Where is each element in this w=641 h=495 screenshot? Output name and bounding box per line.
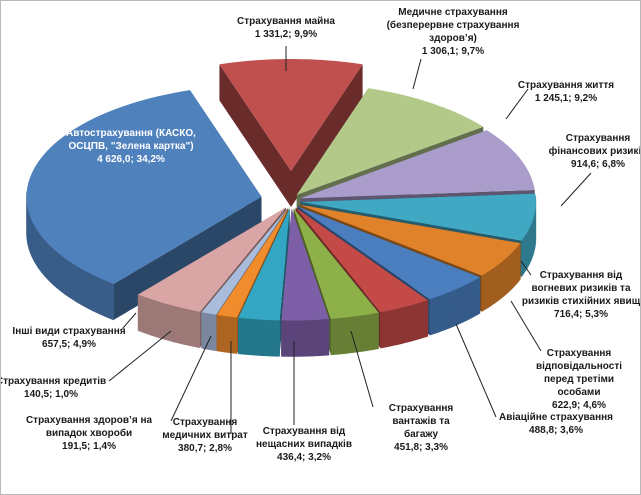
leader-line [505, 88, 529, 120]
slice-label: Страхування медичних витрат [162, 417, 248, 441]
slice-value: 1 245,1; 9,2% [534, 93, 598, 104]
slice-top [299, 204, 521, 276]
slice-label: Страхування фінансових ризиків [548, 133, 641, 157]
leader-line [350, 330, 374, 408]
slice-label: Страхування відповідальності перед треті… [535, 348, 622, 398]
slice-wall [481, 242, 521, 313]
leader-line [412, 58, 422, 90]
slice-value: 622,9; 4,6% [552, 400, 606, 411]
slice-top [219, 59, 363, 171]
slice-label: Страхування від вогневих ризиків та ризи… [521, 270, 641, 307]
slice-top [26, 90, 262, 284]
slice-label: Страхування життя [517, 80, 615, 91]
slice-value: 1 306,1; 9,7% [421, 46, 485, 57]
slice-value: 1 331,2; 9,9% [254, 29, 318, 40]
slice-value: 140,5; 1,0% [24, 389, 78, 400]
leader-line [170, 335, 212, 422]
slice-top [296, 88, 484, 195]
slice-wall [137, 294, 201, 349]
slice-label: Страхування вантажів та багажу [388, 403, 454, 440]
slice-value: 380,7; 2,8% [178, 443, 232, 454]
slice-wall [330, 312, 379, 356]
slice-top [300, 130, 535, 199]
slice-value: 657,5; 4,9% [42, 339, 96, 350]
leader-line [122, 312, 137, 329]
slice-label: Медичне страхування (безперервне страхув… [386, 7, 520, 44]
label-cargo: Страхування вантажів та багажу 451,8; 3,3… [376, 402, 466, 454]
slice-label: Страхування здоров’я на випадок хвороби [25, 415, 153, 439]
label-other: Інші види страхування 657,5; 4,9% [12, 325, 125, 351]
slice-top [238, 208, 290, 321]
slice-label: Страхування від нещасних випадків [256, 426, 352, 450]
label-property: Страхування майна 1 331,2; 9,9% [237, 15, 335, 41]
slice-label: Страхування майна [237, 16, 335, 27]
slice-label: Інші види страхування [12, 326, 126, 337]
leader-line [455, 323, 497, 418]
slice-top [201, 208, 288, 315]
slice-wall [281, 318, 330, 357]
leader-line [520, 260, 532, 276]
slice-value: 4 626,0; 34,2% [97, 154, 165, 165]
slice-value: 191,5; 1,4% [62, 441, 116, 452]
slice-wall [429, 276, 481, 336]
slice-top [295, 207, 428, 313]
slice-top [138, 207, 286, 312]
label-liability: Страхування відповідальності перед треті… [524, 347, 634, 412]
slice-label: Авіаційне страхування [498, 412, 614, 423]
label-life: Страхування життя 1 245,1; 9,2% [518, 79, 614, 105]
slice-wall [26, 191, 114, 321]
slice-value: 914,6; 6,8% [571, 159, 625, 170]
leader-line [108, 330, 172, 382]
slice-wall [380, 299, 429, 349]
label-health: Страхування здоров’я на випадок хвороби 1… [24, 414, 154, 453]
label-financial: Страхування фінансових ризиків 914,6; 6,8… [548, 132, 641, 171]
slice-wall [216, 314, 238, 354]
slice-top [300, 193, 536, 241]
leader-line [510, 300, 542, 352]
label-auto: Автострахування (КАСКО, ОСЦПВ, "Зелена к… [61, 127, 201, 166]
slice-side-face [291, 64, 363, 207]
leader-line [560, 172, 592, 207]
pie-slice [219, 59, 363, 207]
label-credit: Страхування кредитів 140,5; 1,0% [0, 375, 107, 401]
slice-value: 451,8; 3,3% [394, 442, 448, 453]
slice-side-face [219, 64, 291, 207]
slice-value: 436,4; 3,2% [277, 452, 331, 463]
slice-label: Страхування кредитів [0, 376, 107, 387]
slice-label: Автострахування (КАСКО, ОСЦПВ, "Зелена к… [66, 128, 196, 152]
slice-top [281, 208, 329, 321]
pie-slice [281, 208, 330, 357]
slice-value: 488,8; 3,6% [529, 425, 583, 436]
label-medical: Медичне страхування (безперервне страхув… [386, 6, 521, 58]
slice-value: 716,4; 5,3% [554, 309, 608, 320]
label-accidents: Страхування від нещасних випадків 436,4; … [252, 425, 357, 464]
slice-top [297, 206, 480, 300]
slice-wall [238, 317, 280, 357]
label-aviation: Авіаційне страхування 488,8; 3,6% [499, 411, 613, 437]
slice-wall [201, 311, 217, 352]
label-fire: Страхування від вогневих ризиків та ризи… [521, 269, 641, 321]
slice-top [216, 208, 289, 318]
label-medical-expenses: Страхування медичних витрат 380,7; 2,8% [158, 416, 253, 455]
slice-top [293, 208, 379, 319]
